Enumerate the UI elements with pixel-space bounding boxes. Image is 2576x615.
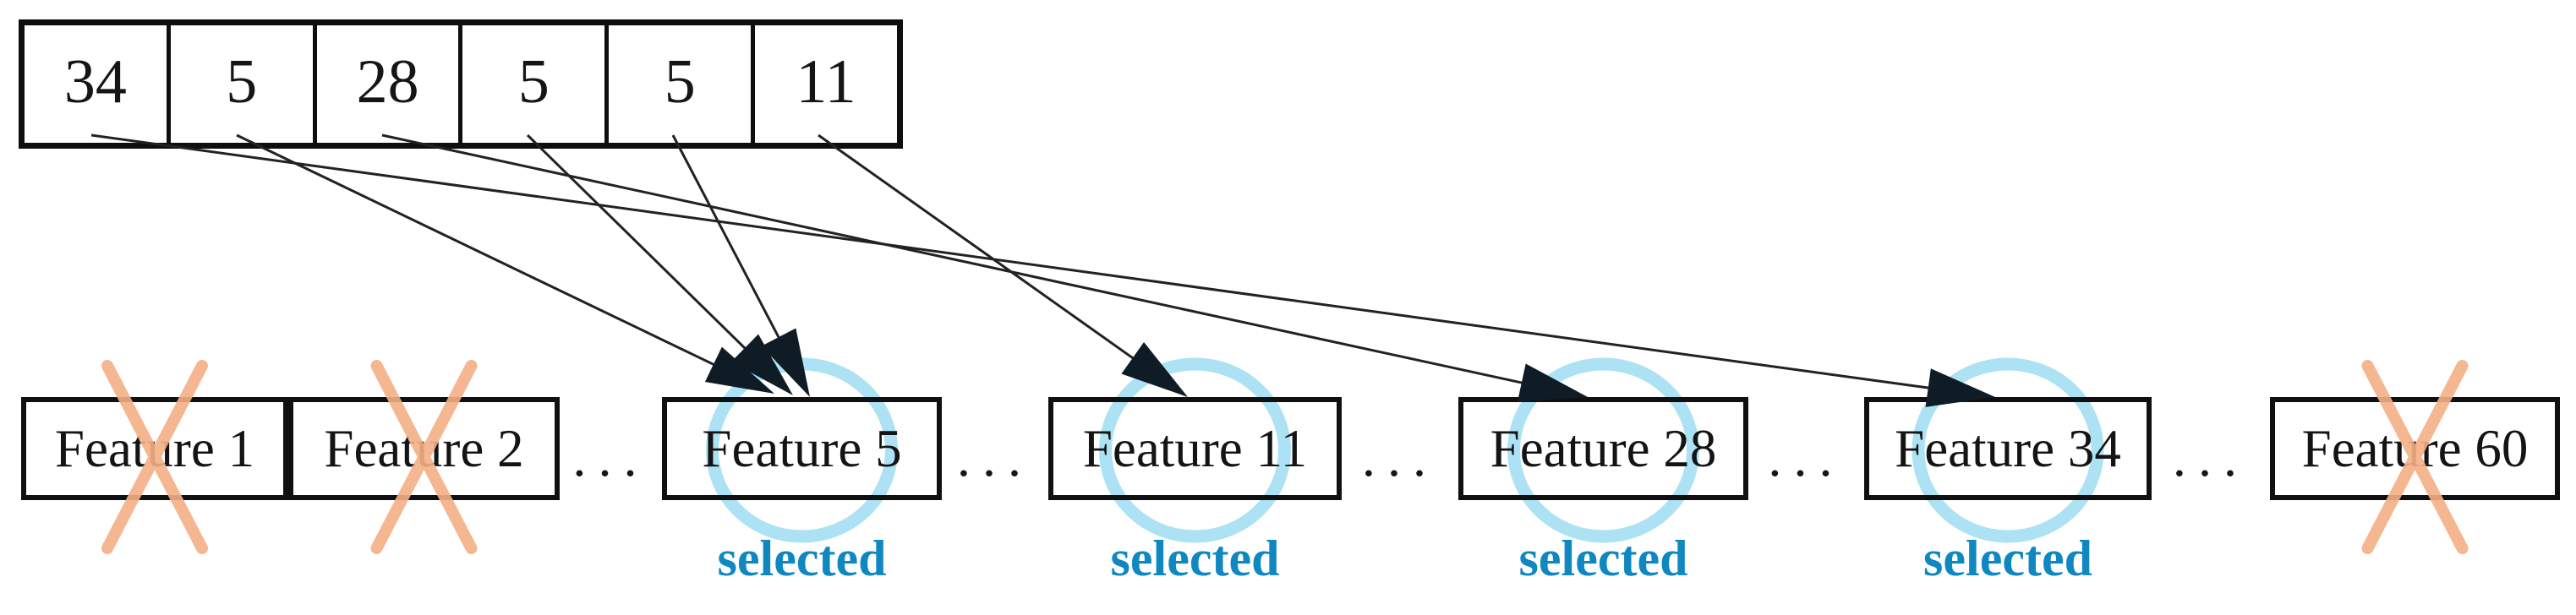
feature-label: Feature 1 — [54, 418, 255, 478]
index-cell: 5 — [462, 25, 610, 143]
index-cell: 5 — [609, 25, 756, 143]
ellipsis: ... — [956, 427, 1034, 487]
index-cell: 5 — [171, 25, 317, 143]
ellipsis: ... — [572, 427, 649, 487]
feature-box-feature-34: Feature 34 — [1864, 397, 2152, 500]
ellipsis: ... — [2172, 427, 2250, 487]
feature-label: Feature 28 — [1490, 418, 1717, 478]
feature-box-feature-11: Feature 11 — [1048, 397, 1342, 500]
feature-label: Feature 5 — [702, 418, 902, 478]
selected-label: selected — [717, 531, 887, 586]
feature-box-feature-1: Feature 1 — [21, 397, 288, 500]
feature-label: Feature 11 — [1082, 418, 1308, 478]
index-cell: 28 — [317, 25, 463, 143]
feature-box-feature-28: Feature 28 — [1458, 397, 1748, 500]
ellipsis: ... — [1768, 427, 1845, 487]
selected-label: selected — [1518, 531, 1688, 586]
feature-label: Feature 60 — [2301, 418, 2529, 478]
feature-label: Feature 34 — [1895, 418, 2121, 478]
feature-box-feature-2: Feature 2 — [288, 397, 560, 500]
index-cell: 34 — [25, 25, 171, 143]
selected-label: selected — [1923, 531, 2092, 586]
feature-label: Feature 2 — [324, 418, 524, 478]
selected-label: selected — [1110, 531, 1280, 586]
ellipsis: ... — [1361, 427, 1439, 487]
feature-box-feature-60: Feature 60 — [2270, 397, 2560, 500]
feature-box-feature-5: Feature 5 — [662, 397, 942, 500]
index-cell: 11 — [796, 46, 856, 117]
